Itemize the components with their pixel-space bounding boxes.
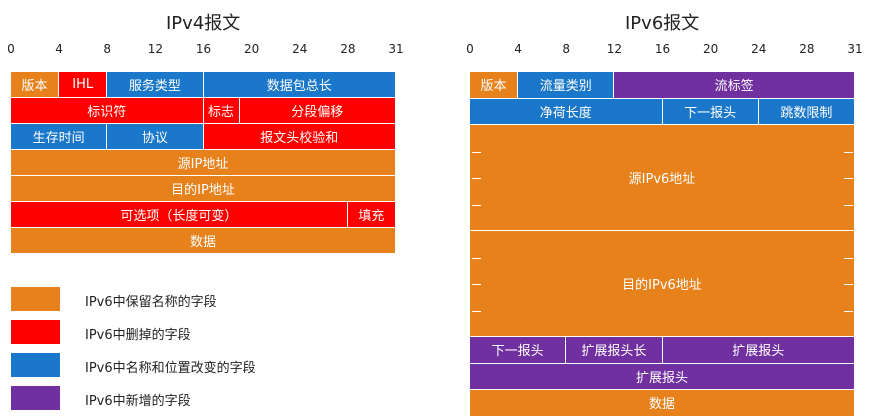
- ipv6-bit-tick: 16: [654, 42, 671, 56]
- ipv4-field: 生存时间: [11, 124, 108, 150]
- ipv6-field: 流标签: [614, 72, 855, 99]
- ipv6-bit-tick: 4: [514, 42, 522, 56]
- ipv4-bit-tick: 4: [55, 42, 63, 56]
- ipv6-bit-tick: 24: [751, 42, 767, 56]
- ipv6-word-divider-tick: [844, 310, 853, 312]
- ipv4-field: 版本: [11, 72, 60, 98]
- ipv4-field: 填充: [347, 202, 396, 228]
- ipv6-word-divider-tick: [472, 257, 481, 259]
- ipv4-field: 标志: [203, 98, 240, 124]
- ipv4-field: 数据包总长: [203, 72, 396, 98]
- ipv4-bit-tick: 28: [340, 42, 356, 56]
- legend-label: IPv6中保留名称的字段: [85, 295, 217, 310]
- ipv6-field: 数据: [470, 390, 855, 417]
- ipv6-word-divider-tick: [472, 284, 481, 285]
- ipv6-field: 扩展报头: [470, 363, 855, 390]
- legend-swatch-changed: [11, 353, 60, 377]
- ipv6-field: 下一报头: [470, 337, 567, 364]
- ipv4-bit-tick: 24: [292, 42, 308, 56]
- legend-swatch-retained: [11, 287, 60, 311]
- ipv6-word-divider-tick: [844, 284, 853, 285]
- ipv6-word-divider-tick: [472, 151, 481, 153]
- ipv6-word-divider-tick: [472, 178, 481, 179]
- ipv6-bit-tick: 12: [606, 42, 623, 56]
- legend-label: IPv6中删掉的字段: [85, 328, 191, 343]
- ipv6-bit-tick: 20: [702, 42, 719, 56]
- ipv6-word-divider-tick: [844, 151, 853, 153]
- ipv4-field: 目的IP地址: [11, 176, 396, 202]
- ipv6-word-divider-tick: [844, 178, 853, 179]
- ipv6-bit-tick: 0: [466, 42, 474, 56]
- ipv6-bit-tick: 31: [847, 42, 863, 56]
- legend-swatch-added: [11, 386, 60, 410]
- ipv6-field: 流量类别: [518, 72, 615, 99]
- ipv6-word-divider-tick: [472, 310, 481, 312]
- ipv6-field: 扩展报头长: [566, 337, 663, 364]
- ipv4-field: 可选项（长度可变）: [11, 202, 348, 228]
- ipv4-bit-tick: 20: [243, 42, 260, 56]
- ipv6-field: 目的IPv6地址: [470, 231, 855, 337]
- ipv4-field: 标识符: [11, 98, 204, 124]
- ipv6-field: 版本: [470, 72, 519, 99]
- legend-label: IPv6中新增的字段: [85, 394, 191, 409]
- ipv4-field: 源IP地址: [11, 150, 396, 176]
- ipv4-bit-tick: 8: [103, 42, 112, 56]
- ipv6-field: 源IPv6地址: [470, 125, 855, 231]
- ipv6-word-divider-tick: [844, 257, 853, 259]
- ipv4-field: 协议: [107, 124, 204, 150]
- legend-label: IPv6中名称和位置改变的字段: [85, 361, 256, 376]
- ipv4-field: 服务类型: [107, 72, 204, 98]
- ipv6-field: 下一报头: [662, 98, 759, 125]
- ipv4-bit-tick: 16: [195, 42, 212, 56]
- ipv4-bit-tick: 0: [7, 42, 15, 56]
- ipv4-bit-tick: 31: [388, 42, 404, 56]
- legend-swatch-deleted: [11, 320, 60, 344]
- ipv6-field: 跳数限制: [758, 98, 855, 125]
- ipv6-field: 扩展报头: [662, 337, 855, 364]
- ipv4-title: IPv4报文: [166, 13, 241, 34]
- ipv6-field: 净荷长度: [470, 98, 663, 125]
- ipv6-word-divider-tick: [844, 204, 853, 206]
- ipv4-field: 报文头校验和: [203, 124, 396, 150]
- ipv4-bit-tick: 12: [147, 42, 164, 56]
- ipv6-bit-tick: 8: [562, 42, 571, 56]
- ipv6-title: IPv6报文: [625, 13, 700, 34]
- ipv6-word-divider-tick: [472, 204, 481, 206]
- ipv4-field: 分段偏移: [239, 98, 396, 124]
- ipv4-field: IHL: [59, 72, 108, 98]
- ipv6-bit-tick: 28: [799, 42, 815, 56]
- ipv4-field: 数据: [11, 228, 396, 254]
